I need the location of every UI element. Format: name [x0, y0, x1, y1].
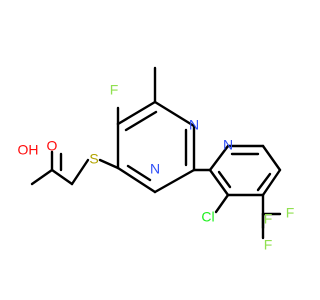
bond-pyrimidine-double-a: [124, 110, 158, 132]
oxygen-hydroxyl-label: OH: [18, 142, 39, 158]
bond-pyridine-1: [208, 144, 230, 172]
bond-c-oh: [30, 168, 54, 186]
bond-pyridine-3: [261, 144, 282, 172]
bond-c-ch2: [50, 168, 74, 186]
bond-s-ring: [98, 158, 120, 170]
bond-ch2-s: [70, 158, 90, 186]
fluorine-ring-label: F: [110, 82, 119, 98]
atom-label-layer: O OH S F N N N Cl F F F: [18, 82, 295, 253]
chlorine-label: Cl: [201, 209, 214, 225]
nitrogen-pyrimidine-upper-label: N: [189, 117, 199, 133]
sulfur-label: S: [89, 151, 98, 167]
nitrogen-pyrimidine-lower-label: N: [150, 161, 160, 177]
bond-layer: [30, 66, 282, 240]
fluorine-cf3-top-label: F: [264, 211, 273, 227]
bond-pyridine-cl: [214, 193, 230, 214]
bond-pyrimidine-2: [116, 100, 157, 126]
fluorine-cf3-right-label: F: [286, 205, 295, 221]
bond-pyrimidine-6: [116, 166, 157, 194]
molecule-structure: O OH S F N N N Cl F F F: [18, 66, 295, 253]
bond-pyridine-6: [208, 168, 230, 197]
bond-pyrimidine-3: [153, 100, 196, 128]
bond-pyridine-double-c: [217, 170, 232, 189]
molecule-diagram: O OH S F N N N Cl F F F: [17, 66, 295, 253]
oxygen-carbonyl-label: O: [47, 138, 58, 154]
bond-pyridine-4: [261, 168, 282, 197]
bond-pyrimidine-double-c: [126, 164, 152, 182]
bond-pyridine-double-b: [256, 172, 272, 192]
bond-pyrimidine-5: [153, 168, 196, 194]
fluorine-cf3-bottom-label: F: [264, 237, 273, 253]
nitrogen-pyridine-label: N: [223, 137, 233, 153]
